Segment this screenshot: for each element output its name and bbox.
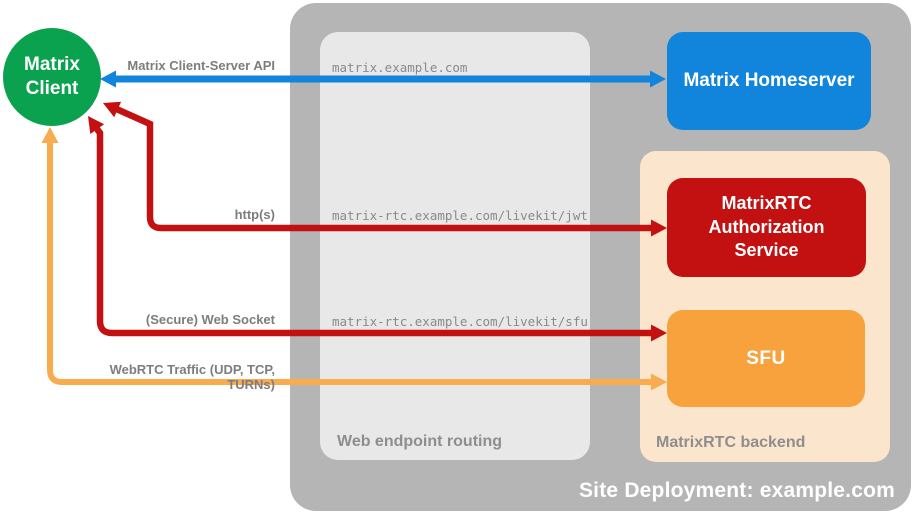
webrtc-arrowhead-client [41, 127, 59, 143]
http-arrowhead-client [103, 101, 122, 118]
matrixrtc-authorization-service-node: MatrixRTC Authorization Service [667, 178, 866, 277]
matrix-homeserver-node: Matrix Homeserver [667, 32, 871, 130]
http-label: http(s) [234, 207, 275, 222]
matrixrtc-backend-label: MatrixRTC backend [656, 434, 806, 451]
client-server-api-label: Matrix Client-Server API [127, 58, 275, 73]
sfu-node: SFU [667, 310, 865, 407]
endpoint-matrix-example-com: matrix.example.com [332, 60, 468, 75]
site-deployment-label: Site Deployment: example.com [578, 479, 895, 502]
sfu-label: SFU [746, 347, 786, 369]
matrixrtc-authorization-service-label: MatrixRTC Authorization Service [708, 193, 825, 261]
matrix-homeserver-label: Matrix Homeserver [683, 70, 855, 91]
web-endpoint-routing-box: Web endpoint routing [320, 32, 590, 460]
websocket-label: (Secure) Web Socket [145, 312, 275, 327]
matrix-client-node: Matrix Client [3, 28, 101, 126]
endpoint-livekit-sfu: matrix-rtc.example.com/livekit/sfu [332, 314, 588, 329]
webrtc-traffic-label: WebRTC Traffic (UDP, TCP, TURNs) [109, 362, 275, 392]
matrix-client-label: Matrix Client [24, 54, 80, 99]
web-endpoint-routing-label: Web endpoint routing [337, 433, 503, 450]
client-server-api-arrowhead-left [100, 70, 116, 88]
websocket-arrowhead-client [88, 116, 105, 134]
endpoint-livekit-jwt: matrix-rtc.example.com/livekit/jwt [332, 208, 588, 223]
